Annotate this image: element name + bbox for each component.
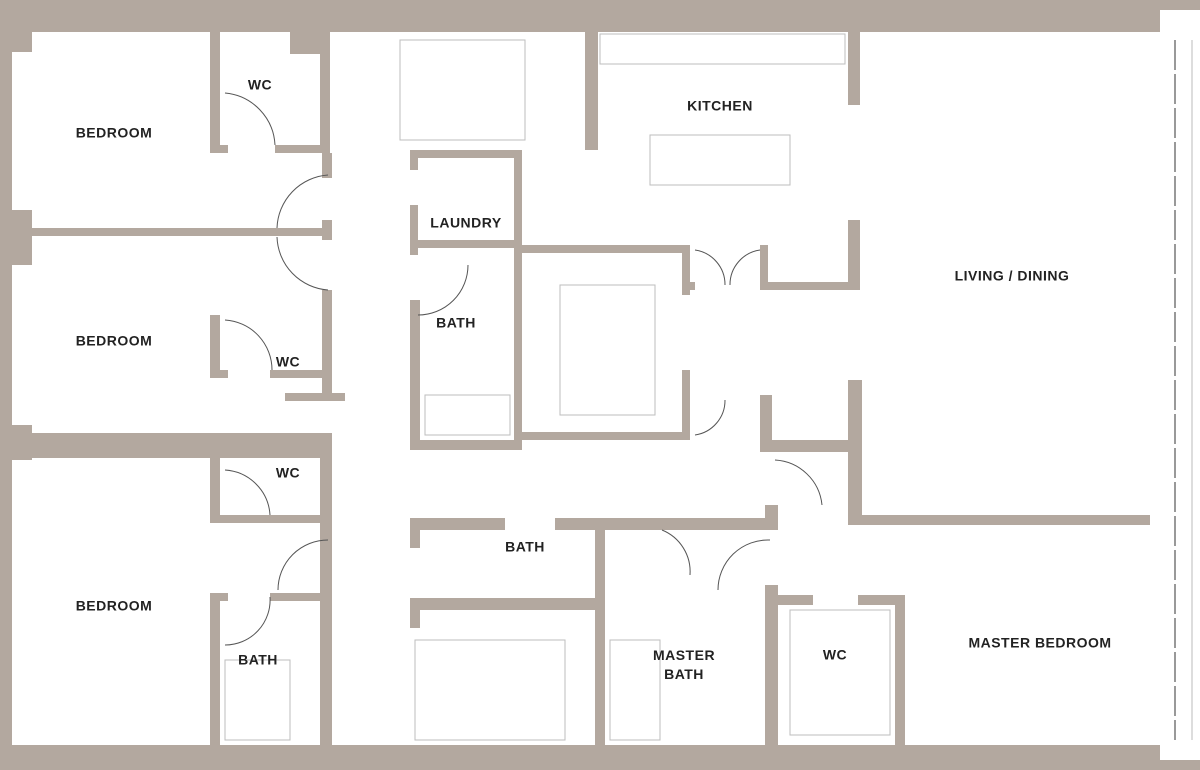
master-bath-line-1: MASTER xyxy=(652,647,716,663)
room-label-kitchen: KITCHEN xyxy=(687,97,753,114)
room-label-bedroom-1: BEDROOM xyxy=(75,124,153,141)
room-label-bedroom-2: BEDROOM xyxy=(75,332,153,349)
room-label-master-bath: MASTER BATH xyxy=(653,646,715,684)
room-label-bedroom-3: BEDROOM xyxy=(75,597,153,614)
room-label-bath-bedroom3: BATH xyxy=(238,651,278,668)
room-label-laundry: LAUNDRY xyxy=(430,214,502,231)
master-bath-line-2: BATH xyxy=(664,666,704,682)
room-label-bath-center: BATH xyxy=(436,314,476,331)
room-label-wc-2: WC xyxy=(275,353,301,370)
room-label-wc-1: WC xyxy=(247,76,273,93)
room-label-living-dining: LIVING / DINING xyxy=(954,267,1070,284)
room-label-wc-3: WC xyxy=(275,464,301,481)
room-label-bath-lower: BATH xyxy=(505,538,545,555)
room-label-master-bedroom: MASTER BEDROOM xyxy=(968,634,1112,651)
room-label-wc-master: WC xyxy=(822,646,848,663)
